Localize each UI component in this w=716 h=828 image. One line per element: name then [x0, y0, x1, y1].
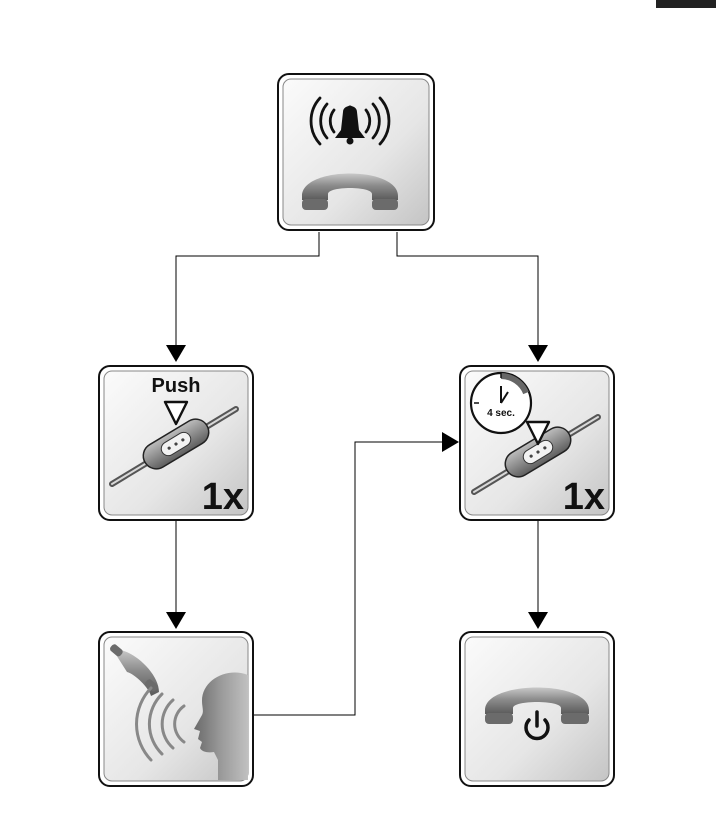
page-tab-marker	[656, 0, 716, 8]
long-press-count: 1x	[563, 476, 605, 518]
inline-remote-icon	[471, 414, 601, 495]
press-triangle-icon	[525, 420, 551, 446]
speaking-head-icon	[194, 672, 248, 780]
stopwatch-icon: 4 sec.	[469, 371, 533, 435]
ringing-bell-icon	[309, 96, 391, 146]
node-long-press: 4 sec. 1x	[459, 365, 615, 521]
node-incoming-call	[277, 73, 435, 231]
connector-talk-to-hold	[252, 441, 443, 716]
phone-handset-icon	[485, 687, 589, 724]
phone-handset-icon	[302, 173, 398, 210]
arrowhead-talk	[166, 612, 186, 629]
timer-label: 4 sec.	[487, 408, 515, 419]
connector-incoming-to-push	[175, 232, 320, 345]
inline-remote-icon	[109, 406, 239, 487]
arrowhead-into-hold	[442, 432, 459, 452]
connector-incoming-to-hold	[396, 232, 539, 345]
handset-off-hook-icon	[110, 644, 159, 696]
node-short-press: Push 1x	[98, 365, 254, 521]
arrowhead-end	[528, 612, 548, 629]
connectors	[175, 232, 539, 716]
node-talking	[98, 631, 254, 787]
arrowheads	[166, 345, 548, 629]
push-label: Push	[152, 375, 201, 397]
node-call-ended	[459, 631, 615, 787]
power-icon	[524, 710, 550, 741]
arrowhead-hold	[528, 345, 548, 362]
short-press-count: 1x	[202, 476, 244, 518]
press-triangle-icon	[163, 400, 189, 426]
arrowhead-push	[166, 345, 186, 362]
sound-waves-icon	[135, 686, 186, 762]
